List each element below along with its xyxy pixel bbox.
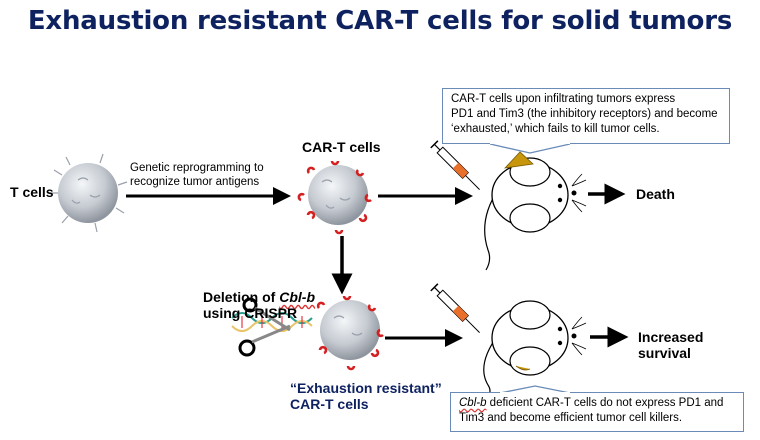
car-t-cells-label: CAR-T cells	[302, 139, 381, 155]
callout-bottom-line2: Tim3 and become efficient tumor cell kil…	[459, 412, 683, 424]
callout-top-line1: CAR-T cells upon infiltrating tumors exp…	[451, 93, 676, 105]
syringe-icon-bottom	[430, 283, 480, 333]
exhaustion-resistant-line2: CAR-T cells	[290, 396, 369, 412]
exhaustion-resistant-car-t-cell-icon	[316, 295, 384, 371]
callout-bottom: Cbl-b deficient CAR-T cells do not expre…	[450, 392, 744, 432]
callout-top-pointer	[489, 143, 571, 154]
deletion-label: Deletion of Cbl-b using CRISPR	[203, 289, 315, 321]
callout-top-line3: ‘exhausted,’ which fails to kill tumor c…	[451, 123, 660, 135]
callout-top: CAR-T cells upon infiltrating tumors exp…	[442, 88, 730, 144]
callout-bottom-gene: Cbl-b	[459, 397, 487, 409]
reprogramming-label: Genetic reprogramming to recognize tumor…	[130, 161, 264, 189]
deletion-line2: using CRISPR	[203, 305, 298, 321]
reprogramming-line1: Genetic reprogramming to	[130, 162, 264, 174]
callout-top-line2: PD1 and Tim3 (the inhibitory receptors) …	[451, 108, 718, 120]
death-outcome-label: Death	[636, 186, 675, 202]
callout-bottom-pointer	[499, 385, 571, 394]
survival-outcome-label: Increased survival	[638, 329, 704, 361]
exhaustion-resistant-label: “Exhaustion resistant” CAR-T cells	[290, 380, 442, 412]
page-title: Exhaustion resistant CAR-T cells for sol…	[27, 6, 733, 36]
syringe-icon-top	[430, 140, 480, 190]
deletion-gene: Cbl-b	[279, 289, 315, 305]
mouse-with-tumor-icon	[484, 151, 587, 271]
exhaustion-resistant-line1: “Exhaustion resistant”	[290, 380, 442, 396]
deletion-prefix: Deletion of	[203, 289, 280, 305]
reprogramming-line2: recognize tumor antigens	[130, 176, 260, 188]
mouse-icon	[483, 300, 587, 398]
car-t-cell-icon	[297, 160, 372, 235]
scissors-icon	[238, 297, 291, 357]
t-cells-label: T cells	[10, 184, 54, 200]
callout-bottom-line1: deficient CAR-T cells do not express PD1…	[486, 397, 724, 409]
t-cell-icon	[49, 153, 128, 233]
